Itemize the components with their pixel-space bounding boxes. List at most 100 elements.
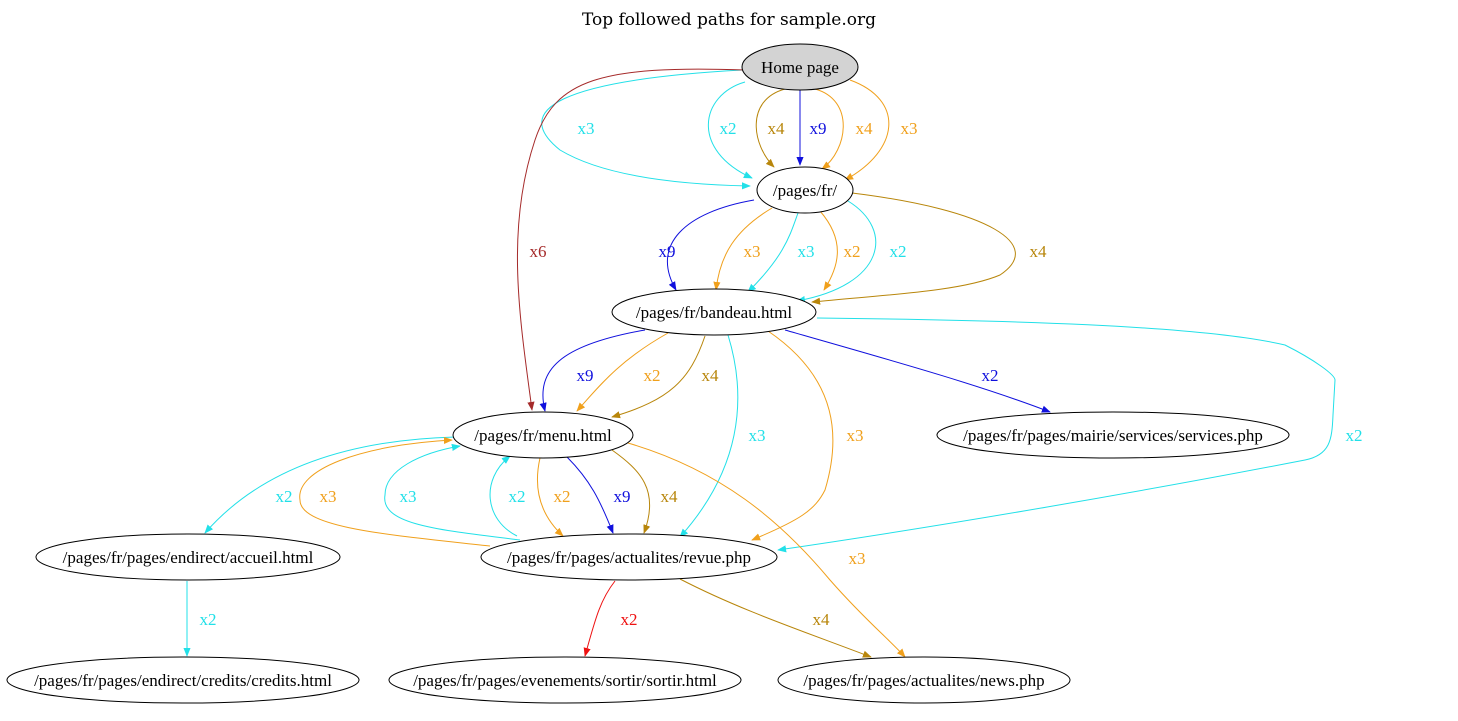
- edge-bandeau-to-menu: x9: [539, 329, 646, 412]
- edge-label: x2: [644, 366, 661, 385]
- node-menu: /pages/fr/menu.html: [452, 411, 634, 459]
- node-services: /pages/fr/pages/mairie/services/services…: [936, 411, 1290, 459]
- edge-label: x3: [847, 426, 864, 445]
- edge-label: x4: [702, 366, 720, 385]
- edge-bandeau-to-revue: x2: [777, 317, 1363, 553]
- edge-fr-to-bandeau: x9: [659, 199, 755, 291]
- edge-label: x9: [614, 487, 631, 506]
- edge-label: x4: [813, 610, 831, 629]
- node-fr: /pages/fr/: [756, 166, 854, 214]
- edge-revue-to-menu: x3: [299, 436, 491, 547]
- edge-label: x9: [659, 242, 676, 261]
- edge-home-to-menu: x6: [516, 68, 746, 411]
- edge-fr-to-bandeau: x2: [819, 210, 861, 291]
- edge-line: [611, 449, 651, 534]
- edge-label: x4: [856, 119, 874, 138]
- edge-label: x2: [1346, 426, 1363, 445]
- edge-label: x4: [1030, 242, 1048, 261]
- edge-label: x2: [982, 366, 999, 385]
- node-sortir: /pages/fr/pages/evenements/sortir/sortir…: [388, 656, 742, 704]
- edge-line: [489, 455, 518, 537]
- edge-fr-to-bandeau: x3: [747, 212, 815, 293]
- edge-bandeau-to-revue: x3: [679, 334, 766, 538]
- node-label: /pages/fr/pages/evenements/sortir/sortir…: [413, 671, 717, 690]
- node-revue: /pages/fr/pages/actualites/revue.php: [480, 533, 778, 581]
- node-accueil: /pages/fr/pages/endirect/accueil.html: [35, 533, 341, 581]
- edge-line: [611, 335, 706, 419]
- node-bandeau: /pages/fr/bandeau.html: [611, 288, 817, 336]
- edge-line: [751, 330, 834, 541]
- edge-line: [814, 88, 844, 170]
- edge-home-to-fr: x2: [707, 81, 753, 179]
- edge-revue-to-menu: x3: [384, 443, 521, 541]
- node-credits: /pages/fr/pages/endirect/credits/credits…: [6, 656, 360, 704]
- edge-line: [516, 68, 746, 411]
- node-ellipse: [35, 533, 341, 581]
- edge-line: [777, 317, 1336, 553]
- node-label: /pages/fr/pages/actualites/revue.php: [507, 548, 751, 567]
- edge-line: [747, 212, 799, 293]
- edge-label: x3: [798, 242, 815, 261]
- edge-label: x2: [276, 487, 293, 506]
- edge-bandeau-to-services: x2: [784, 329, 1051, 413]
- edge-fr-to-bandeau: x3: [713, 207, 773, 291]
- edge-line: [755, 88, 786, 168]
- edge-label: x2: [890, 242, 907, 261]
- edge-line: [713, 207, 773, 291]
- edge-label: x3: [901, 119, 918, 138]
- node-ellipse: [452, 411, 634, 459]
- nodes-layer: Home page/pages/fr//pages/fr/bandeau.htm…: [6, 43, 1290, 704]
- edge-line: [811, 192, 1016, 305]
- edge-line: [819, 210, 838, 291]
- edge-label: x3: [400, 487, 417, 506]
- edge-line: [299, 436, 491, 547]
- edge-label: x3: [578, 119, 595, 138]
- edge-label: x3: [749, 426, 766, 445]
- edge-label: x3: [320, 487, 337, 506]
- edge-menu-to-accueil: x2: [204, 436, 456, 534]
- edge-line: [844, 79, 890, 181]
- edge-line: [679, 334, 739, 538]
- edge-revue-to-news: x4: [679, 578, 872, 658]
- edge-menu-to-revue: x2: [536, 457, 571, 537]
- edge-home-to-fr: x9: [796, 90, 827, 166]
- edge-line: [666, 199, 755, 291]
- node-ellipse: [777, 656, 1071, 704]
- edge-label: x2: [200, 610, 217, 629]
- edge-line: [204, 436, 456, 534]
- node-ellipse: [6, 656, 360, 704]
- edge-line: [541, 69, 751, 190]
- edge-label: x4: [661, 487, 679, 506]
- edge-revue-to-menu: x2: [489, 455, 526, 537]
- node-ellipse: [388, 656, 742, 704]
- edge-label: x3: [744, 242, 761, 261]
- edge-line: [784, 329, 1051, 413]
- node-ellipse: [936, 411, 1290, 459]
- edge-line: [566, 456, 614, 534]
- node-ellipse: [741, 43, 859, 91]
- edge-label: x3: [849, 549, 866, 568]
- edge-line: [627, 442, 906, 658]
- edge-label: x9: [577, 366, 594, 385]
- edge-label: x2: [720, 119, 737, 138]
- edge-home-to-fr: x4: [814, 88, 874, 170]
- edge-home-to-fr: x3: [844, 79, 918, 181]
- graph-title: Top followed paths for sample.org: [582, 10, 876, 30]
- node-label: /pages/fr/: [773, 181, 837, 200]
- edge-label: x2: [844, 242, 861, 261]
- edge-accueil-to-credits: x2: [183, 581, 217, 657]
- edge-line: [384, 443, 521, 541]
- node-ellipse: [611, 288, 817, 336]
- node-label: /pages/fr/bandeau.html: [636, 303, 793, 322]
- edge-menu-to-news: x3: [627, 442, 906, 658]
- edge-label: x2: [621, 610, 638, 629]
- edge-bandeau-to-revue: x3: [751, 330, 864, 541]
- edge-label: x4: [768, 119, 786, 138]
- edge-menu-to-revue: x9: [566, 456, 631, 534]
- edge-line: [539, 329, 646, 412]
- edge-bandeau-to-menu: x2: [576, 332, 669, 412]
- edge-line: [583, 580, 616, 657]
- edge-fr-to-bandeau: x4: [811, 192, 1048, 305]
- edge-line: [796, 200, 877, 304]
